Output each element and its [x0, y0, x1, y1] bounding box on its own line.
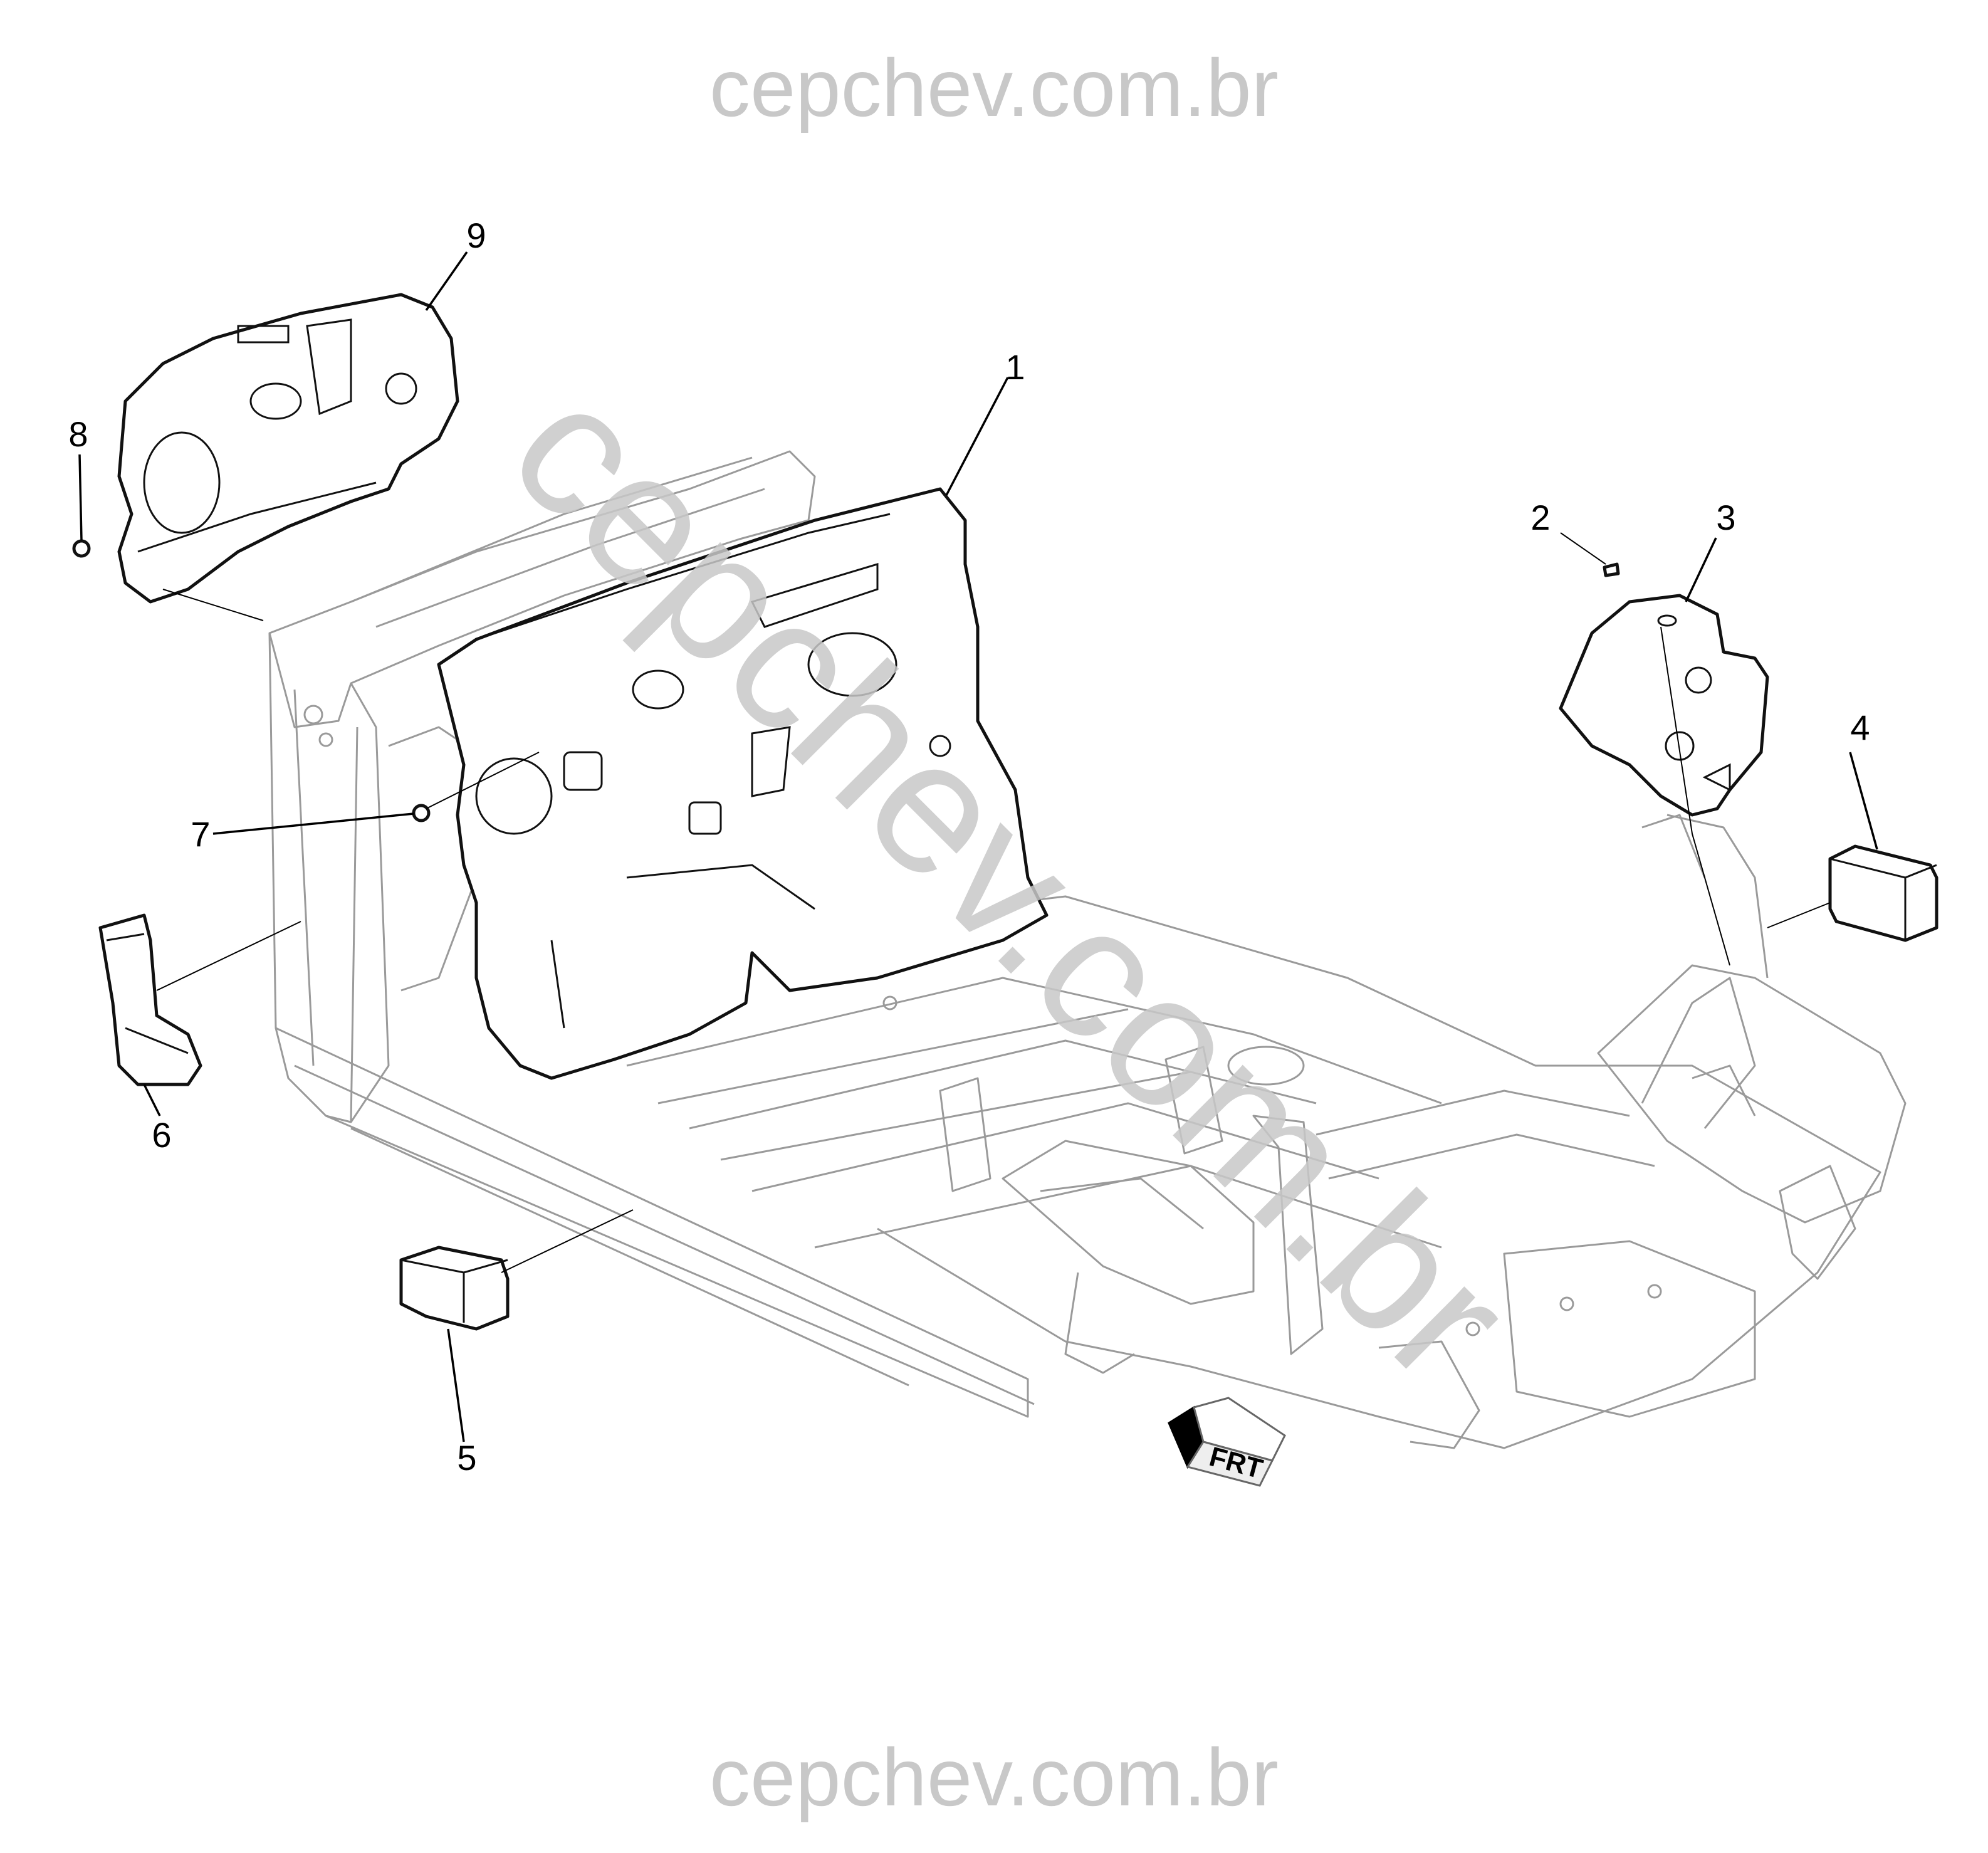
callout-7: 7 — [191, 814, 210, 854]
callout-9: 9 — [466, 216, 486, 255]
callout-3: 3 — [1716, 498, 1735, 537]
leader-1 — [945, 377, 1009, 496]
callout-5: 5 — [457, 1438, 476, 1478]
leader-5 — [447, 1328, 465, 1442]
part-7-fastener — [412, 804, 431, 822]
leader-7 — [212, 812, 414, 835]
callout-8: 8 — [68, 414, 88, 454]
part-1-dash-insulator — [437, 487, 1049, 1080]
callout-2: 2 — [1530, 498, 1550, 537]
leader-3 — [1685, 537, 1717, 602]
leader-5-to-body — [501, 1209, 634, 1273]
callout-4: 4 — [1850, 708, 1870, 747]
leader-6-to-body — [156, 921, 301, 991]
callout-6: 6 — [152, 1115, 171, 1155]
callout-labels: 1 2 3 4 5 6 7 8 9 — [68, 216, 1870, 1478]
vehicle-body-structure — [268, 450, 1907, 1449]
part-3-wheelhouse-insulator — [1559, 594, 1769, 817]
leader-8 — [78, 454, 83, 541]
part-2-push-pin — [1603, 562, 1620, 577]
part-9-upper-insulator — [117, 293, 459, 604]
leader-2 — [1560, 532, 1606, 565]
part-6-pillar-insulator — [98, 913, 202, 1086]
leader-4 — [1849, 752, 1878, 850]
leader-9-to-body — [162, 589, 264, 621]
leader-3-to-body — [1660, 626, 1730, 966]
part-5-rocker-insulator — [399, 1246, 510, 1331]
part-4-block-insulator — [1828, 844, 1938, 942]
watermark-bottom: cepchev.com.br — [709, 1731, 1279, 1823]
front-direction-indicator: FRT — [1168, 1397, 1286, 1487]
leader-7-to-body — [426, 752, 540, 809]
callout-1: 1 — [1005, 347, 1025, 387]
leader-6 — [143, 1084, 161, 1116]
leader-4-to-body — [1767, 902, 1831, 928]
leader-9 — [425, 251, 468, 312]
leader-lines — [78, 251, 1878, 1442]
watermark-top: cepchev.com.br — [709, 42, 1279, 134]
part-8-clip — [72, 539, 91, 558]
